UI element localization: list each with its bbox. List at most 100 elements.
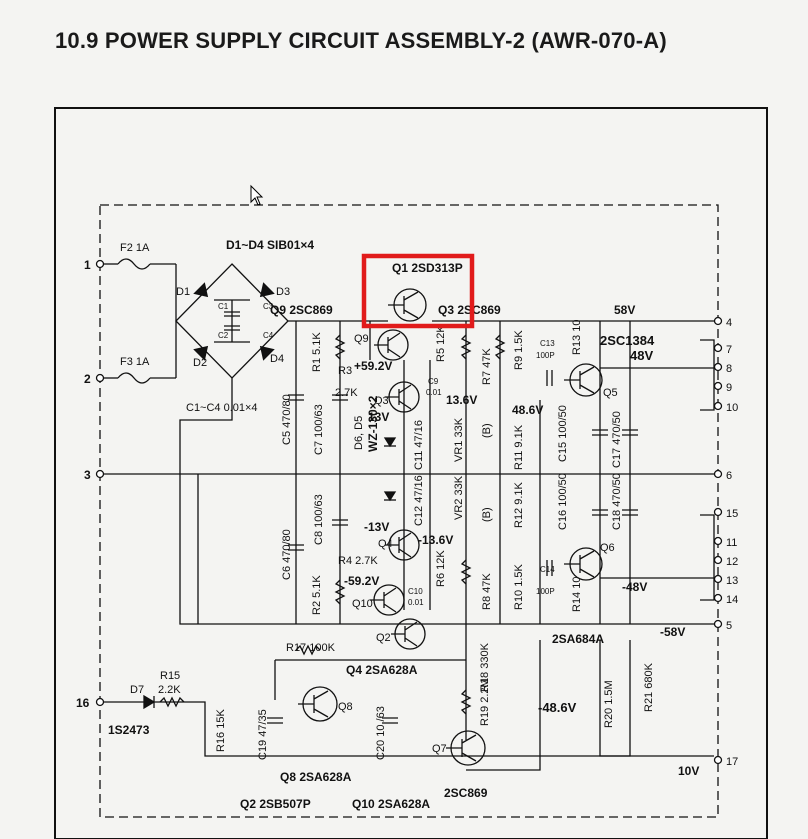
mouse-cursor-icon [250,184,264,206]
svg-text:(B): (B) [481,507,493,522]
svg-text:R5 12K: R5 12K [435,325,447,362]
svg-text:15: 15 [726,508,738,520]
svg-text:VR2 33K: VR2 33K [453,475,465,520]
svg-text:-13V: -13V [364,520,389,534]
svg-text:6: 6 [726,470,732,482]
svg-text:C9: C9 [428,377,439,386]
svg-text:R20 1.5M: R20 1.5M [603,680,615,728]
svg-text:R1 5.1K: R1 5.1K [311,332,323,372]
svg-text:1: 1 [84,258,91,272]
svg-text:C18 470/50: C18 470/50 [611,473,623,530]
highlight-box [361,253,475,329]
svg-text:14: 14 [726,594,738,606]
wiring [104,320,715,771]
svg-text:F2 1A: F2 1A [120,242,150,254]
terminal-5: 5 [713,619,732,632]
svg-text:Q4: Q4 [378,538,393,550]
svg-text:C1: C1 [218,302,229,311]
svg-text:2: 2 [84,372,91,386]
svg-text:C4: C4 [263,331,274,340]
capacitor-symbols [267,370,638,724]
svg-text:C6 470/80: C6 470/80 [281,529,293,580]
resistor-symbols [159,334,506,715]
svg-text:Q1 2SD313P: Q1 2SD313P [392,261,463,275]
svg-text:D2: D2 [193,357,207,369]
svg-text:5: 5 [726,620,732,632]
svg-text:C19 47/35: C19 47/35 [257,709,269,760]
svg-text:F3 1A: F3 1A [120,356,150,368]
svg-text:C8 100/63: C8 100/63 [313,494,325,545]
svg-text:R4 2.7K: R4 2.7K [338,555,378,567]
transistor-q2 [391,618,426,650]
svg-text:C12 47/16: C12 47/16 [413,475,425,526]
terminal-13: 13 [713,574,738,587]
svg-text:Q2: Q2 [376,632,391,644]
svg-text:7: 7 [726,344,732,356]
svg-text:1S2473: 1S2473 [108,723,150,737]
svg-text:R6 12K: R6 12K [435,550,447,587]
svg-text:13: 13 [726,575,738,587]
svg-text:C3: C3 [263,302,274,311]
transistor-q6 [564,547,603,581]
svg-text:R8 47K: R8 47K [481,573,493,610]
terminal-2: 2 [84,372,105,386]
bridge-rectifier: D1~D4 SIB01×4 D1 D3 D2 D4 C1 C3 C2 C4 C1… [175,238,314,414]
svg-text:17: 17 [726,756,738,768]
svg-text:Q2 2SB507P: Q2 2SB507P [240,797,311,811]
svg-text:3: 3 [84,468,91,482]
svg-text:0.01: 0.01 [426,388,442,397]
svg-text:C10: C10 [408,587,423,596]
svg-text:Q9 2SC869: Q9 2SC869 [270,303,333,317]
transistor-q3 [385,381,420,413]
svg-text:R14 10: R14 10 [571,577,583,612]
svg-text:Q3 2SC869: Q3 2SC869 [438,303,501,317]
svg-text:C15 100/50: C15 100/50 [557,405,569,462]
terminal-14: 14 [713,593,738,606]
terminal-17: 17 [713,755,738,768]
svg-text:Q10: Q10 [352,598,373,610]
transistor-q4 [385,529,420,561]
transistor-q5 [564,363,603,397]
svg-text:D1~D4 SIB01×4: D1~D4 SIB01×4 [226,238,314,252]
svg-text:Q7: Q7 [432,743,447,755]
svg-text:Q9: Q9 [354,333,369,345]
transistor-q9 [374,329,409,361]
fuse-f2: F2 1A [104,242,176,270]
svg-text:100P: 100P [536,587,555,596]
svg-text:C7 100/63: C7 100/63 [313,404,325,455]
svg-text:Q4 2SA628A: Q4 2SA628A [346,663,418,677]
terminal-7: 7 [713,343,732,356]
svg-text:0.01: 0.01 [408,598,424,607]
svg-text:10V: 10V [678,764,699,778]
svg-text:-59.2V: -59.2V [344,574,379,588]
svg-text:WZ-130×2: WZ-130×2 [366,395,380,452]
svg-text:D1: D1 [176,286,190,298]
transistor-q1 [388,288,427,322]
svg-text:16: 16 [76,696,90,710]
svg-text:4: 4 [726,317,732,329]
svg-text:C16 100/50: C16 100/50 [557,473,569,530]
svg-text:(B): (B) [481,423,493,438]
page-title: 10.9 POWER SUPPLY CIRCUIT ASSEMBLY-2 (AW… [55,28,667,53]
svg-text:-48.6V: -48.6V [538,700,577,715]
transistor-q10 [370,584,405,616]
terminal-9: 9 [713,381,732,394]
terminal-15: 15 [713,507,738,520]
svg-text:48.6V: 48.6V [512,403,543,417]
svg-text:12: 12 [726,556,738,568]
terminal-4: 4 [713,316,732,329]
svg-text:8: 8 [726,363,732,375]
terminal-16: 16 [76,696,105,710]
svg-text:R7 47K: R7 47K [481,348,493,385]
svg-text:2SA684A: 2SA684A [552,632,604,646]
svg-text:R12 9.1K: R12 9.1K [513,481,525,528]
svg-text:+59.2V: +59.2V [354,359,392,373]
svg-text:-13.6V: -13.6V [418,533,453,547]
voltage-labels: 58V 48V +59.2V 13V 13.6V 48.6V -13V -13.… [344,303,699,778]
svg-text:R13 10: R13 10 [571,320,583,355]
svg-text:Q6: Q6 [600,542,615,554]
svg-text:R11 9.1K: R11 9.1K [513,424,525,470]
terminal-11: 11 [713,536,737,549]
terminal-6: 6 [713,469,732,482]
